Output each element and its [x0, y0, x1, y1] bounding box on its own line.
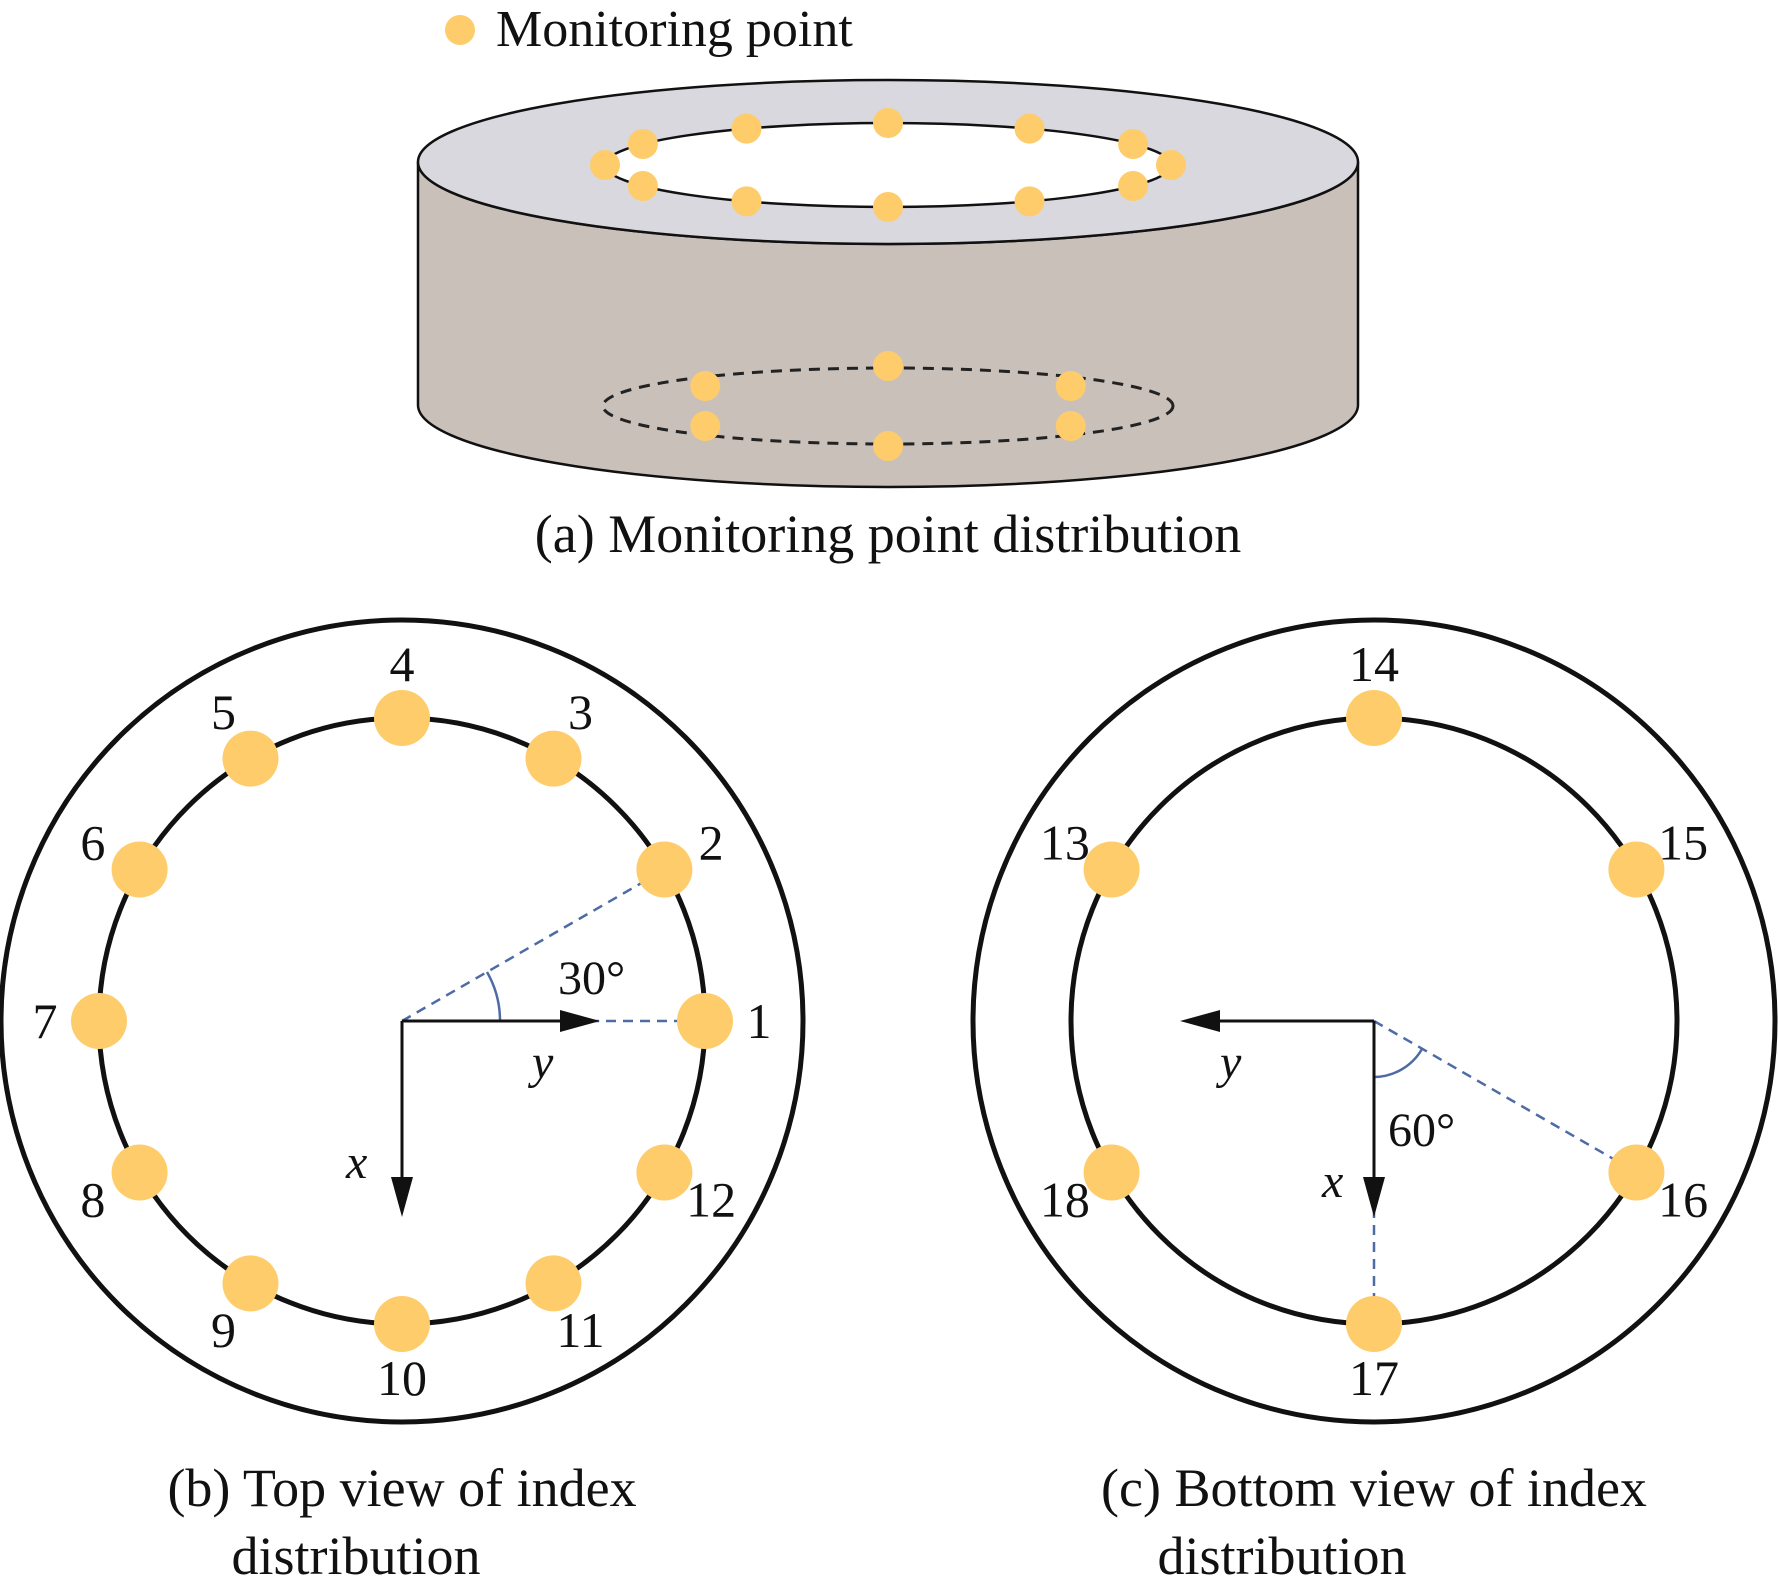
- panel-c-point-label: 13: [1040, 815, 1090, 871]
- panel-c-bottom-view: y x 60° 13 14 15 16 17 18 (c) Bottom view of …: [970, 617, 1778, 1584]
- panel-a-top-points: [590, 108, 1186, 222]
- panel-b-point-label: 6: [80, 815, 105, 871]
- monitoring-point: [731, 186, 762, 217]
- panel-c-point-label: 18: [1040, 1172, 1090, 1228]
- monitoring-point: [873, 351, 903, 381]
- panel-c-point-label: 16: [1658, 1172, 1708, 1228]
- panel-b-axes: [391, 1010, 600, 1217]
- panel-b-point-2: [636, 841, 693, 898]
- panel-a-bottom-points: [690, 351, 1086, 461]
- panel-b-point-11: [525, 1255, 582, 1312]
- monitoring-point: [1055, 411, 1086, 441]
- panel-b-point-1: [677, 993, 733, 1049]
- monitoring-point: [873, 108, 903, 138]
- panel-c-angle-guides: [1372, 1019, 1637, 1324]
- monitoring-point: [627, 171, 658, 201]
- legend: Monitoring point: [445, 1, 853, 58]
- monitoring-point: [1156, 150, 1186, 180]
- panel-b-point-3: [525, 730, 582, 787]
- panel-c-angle-label: 60°: [1388, 1104, 1455, 1157]
- panel-c-point-16: [1608, 1144, 1665, 1201]
- monitoring-point: [731, 113, 762, 144]
- panel-b-point-label: 12: [686, 1172, 736, 1228]
- panel-b-point-label: 9: [211, 1302, 236, 1358]
- panel-b-point-6: [111, 841, 168, 898]
- panel-c-y-arrow: [1180, 1010, 1220, 1032]
- panel-b-caption-line1: (b) Top view of index: [167, 1458, 636, 1518]
- panel-b-angle-arc: [485, 971, 502, 1022]
- legend-point-icon: [445, 15, 475, 45]
- monitoring-point: [873, 431, 903, 461]
- panel-c-caption-line1: (c) Bottom view of index: [1101, 1458, 1647, 1518]
- panel-c-axis-y-label: y: [1215, 1036, 1242, 1089]
- panel-b-point-label: 10: [377, 1350, 427, 1406]
- panel-c-point-label: 14: [1349, 636, 1399, 692]
- panel-b-point-label: 8: [80, 1172, 105, 1228]
- panel-b-point-label: 1: [747, 993, 772, 1049]
- legend-label: Monitoring point: [496, 1, 853, 58]
- panel-c-point-label: 17: [1349, 1350, 1399, 1406]
- panel-c-angle-arc: [1373, 1048, 1424, 1079]
- panel-b-point-label: 4: [390, 636, 415, 692]
- monitoring-point: [873, 192, 903, 222]
- panel-b-point-7: [71, 993, 127, 1049]
- panel-b-x-arrow: [391, 1177, 413, 1217]
- panel-c-point-17: [1346, 1296, 1402, 1352]
- panel-b-point-12: [636, 1144, 693, 1201]
- panel-b-point-4: [374, 690, 430, 746]
- panel-c-point-15: [1608, 841, 1665, 898]
- panel-c-caption-line2: distribution: [1157, 1526, 1406, 1584]
- panel-b-point-label: 5: [211, 684, 236, 740]
- monitoring-point: [1014, 113, 1045, 144]
- panel-c-axis-x-label: x: [1321, 1155, 1343, 1208]
- panel-b-point-10: [374, 1296, 430, 1352]
- panel-b-y-arrow: [560, 1010, 600, 1032]
- panel-c-x-arrow: [1363, 1177, 1385, 1217]
- monitoring-point: [627, 129, 658, 159]
- panel-b-point-8: [111, 1144, 168, 1201]
- panel-b-point-label: 3: [568, 684, 593, 740]
- monitoring-point: [1055, 371, 1086, 401]
- monitoring-point: [1014, 186, 1045, 217]
- panel-a-caption: (a) Monitoring point distribution: [535, 504, 1241, 564]
- panel-b-caption-line2: distribution: [231, 1526, 480, 1584]
- panel-b-point-9: [222, 1255, 279, 1312]
- monitoring-point: [1118, 129, 1149, 159]
- panel-c-point-13: [1083, 841, 1140, 898]
- monitoring-point: [690, 371, 721, 401]
- panel-b-axis-x-label: x: [345, 1136, 367, 1189]
- monitoring-point: [690, 411, 721, 441]
- panel-b-point-label: 11: [556, 1302, 604, 1358]
- panel-b-angle-label: 30°: [558, 952, 625, 1005]
- panel-b-point-label: 2: [699, 815, 724, 871]
- panel-c-outer-circle: [970, 617, 1778, 1425]
- monitoring-point: [590, 150, 620, 180]
- panel-b-axis-y-label: y: [527, 1036, 554, 1089]
- monitoring-point: [1118, 171, 1149, 201]
- panel-c-axes: [1180, 1010, 1385, 1217]
- panel-c-point-18: [1083, 1144, 1140, 1201]
- panel-c-points: 13 14 15 16 17 18: [1040, 636, 1708, 1406]
- panel-c-point-label: 15: [1658, 815, 1708, 871]
- panel-c-point-14: [1346, 690, 1402, 746]
- panel-a-ring-3d: (a) Monitoring point distribution: [416, 78, 1360, 564]
- panel-b-outer-circle: [0, 617, 806, 1425]
- panel-b-point-5: [222, 730, 279, 787]
- panel-b-point-label: 7: [33, 993, 58, 1049]
